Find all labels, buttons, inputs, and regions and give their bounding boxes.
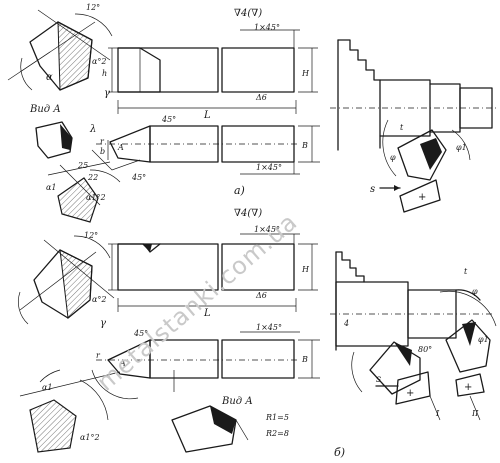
section-b-top-left — [17, 235, 115, 325]
tool-body-a-side — [91, 125, 320, 175]
num-25-a: 25 — [77, 161, 88, 170]
figure-b — [17, 233, 497, 453]
alpha-1-2-b: α1°2 — [80, 433, 100, 442]
angle-45-b: 45° — [133, 329, 148, 338]
s-a: s — [370, 184, 375, 195]
view-label-b: Вид А — [221, 396, 253, 407]
dim-l-a — [117, 100, 297, 114]
dim-l-label-a: L — [203, 110, 211, 121]
dim-b-big-a: B — [301, 141, 308, 150]
dim-b-big-b: B — [301, 355, 308, 364]
dim-h-big-b: H — [301, 265, 310, 274]
t-b: t — [464, 267, 468, 276]
labels-b: ∇4(∇) 1×45° 1×45° 45° Вид А R1=5 R2=8 L … — [42, 208, 489, 459]
dim-h-small-a: h — [102, 69, 107, 78]
alpha-2-a: α°2 — [92, 57, 107, 66]
angle-12-b: 12° — [84, 231, 98, 240]
dim-l-b — [117, 298, 297, 312]
t-a: t — [400, 123, 404, 132]
chamfer-bottom-b: 1×45° — [256, 323, 282, 332]
roman-1-b: I — [435, 409, 440, 418]
section-b-bottom-left — [19, 369, 121, 453]
dim-h-big-a: H — [301, 69, 310, 78]
roman-2-b: II — [471, 409, 479, 418]
alpha-1-b: α1 — [42, 383, 53, 392]
num-45-a: 45° — [131, 173, 146, 182]
finish-6-a: Δ6 — [255, 93, 267, 102]
watermark-text: metalstanki.com.ua — [92, 208, 303, 397]
finish-6-b: Δ6 — [255, 291, 267, 300]
chamfer-bottom-a: 1×45° — [256, 163, 282, 172]
phi-1-a: φ1 — [456, 143, 467, 152]
figure-a — [7, 9, 498, 223]
alpha-a: α — [46, 72, 53, 83]
chamfer-top-b: 1×45° — [254, 225, 280, 234]
phi-a: φ — [390, 153, 396, 162]
angle-12-a: 12° — [86, 3, 100, 12]
caption-a: а) — [234, 184, 245, 197]
alpha-1-a: α1 — [46, 183, 57, 192]
tool-body-b-side — [91, 331, 320, 400]
finish-mark-b: ∇4(∇) — [234, 208, 262, 219]
gamma-a: γ — [104, 88, 110, 99]
workpiece-a — [330, 39, 498, 213]
caption-b: б) — [334, 446, 345, 459]
point-a-b: A — [119, 359, 126, 368]
chamfer-top-a: 1×45° — [254, 23, 280, 32]
alpha-1-2-a: α1°2 — [86, 193, 106, 202]
tool-body-a-top — [108, 29, 318, 93]
point-a-a: A — [117, 143, 124, 152]
plus-b-2: + — [464, 382, 472, 393]
r1-b: R1=5 — [265, 413, 289, 422]
lambda-a: λ — [89, 124, 96, 135]
view-a-part-b — [171, 405, 249, 453]
num-22-a: 22 — [87, 173, 98, 182]
labels-a: ∇4(∇) 1×45° 1×45° 45° Вид А L H h B b Δ6… — [29, 3, 467, 203]
tool-body-b-top — [108, 233, 318, 291]
s-b: s — [376, 374, 381, 385]
finish-mark-a: ∇4(∇) — [234, 8, 262, 19]
angle-45-a: 45° — [161, 115, 176, 124]
view-label-a: Вид А — [29, 104, 61, 115]
section-a-bottom-left — [47, 161, 121, 223]
r-b: r — [96, 351, 101, 360]
phi-1-b: φ1 — [478, 335, 489, 344]
r-a: r — [100, 137, 105, 146]
num-80-b: 80° — [418, 345, 432, 354]
section-a-top-left — [7, 9, 113, 91]
plus-b-1: + — [406, 388, 414, 399]
phi-b: φ — [472, 287, 478, 296]
gamma-b: γ — [100, 318, 106, 329]
num-4-b: 4 — [343, 319, 349, 328]
view-a-part-a — [35, 121, 73, 159]
workpiece-b — [330, 251, 497, 421]
alpha-2-b: α°2 — [92, 295, 107, 304]
plus-a: + — [418, 192, 426, 203]
dim-l-label-b: L — [203, 308, 211, 319]
dim-b-small-a: b — [100, 147, 105, 156]
r2-b: R2=8 — [265, 429, 289, 438]
